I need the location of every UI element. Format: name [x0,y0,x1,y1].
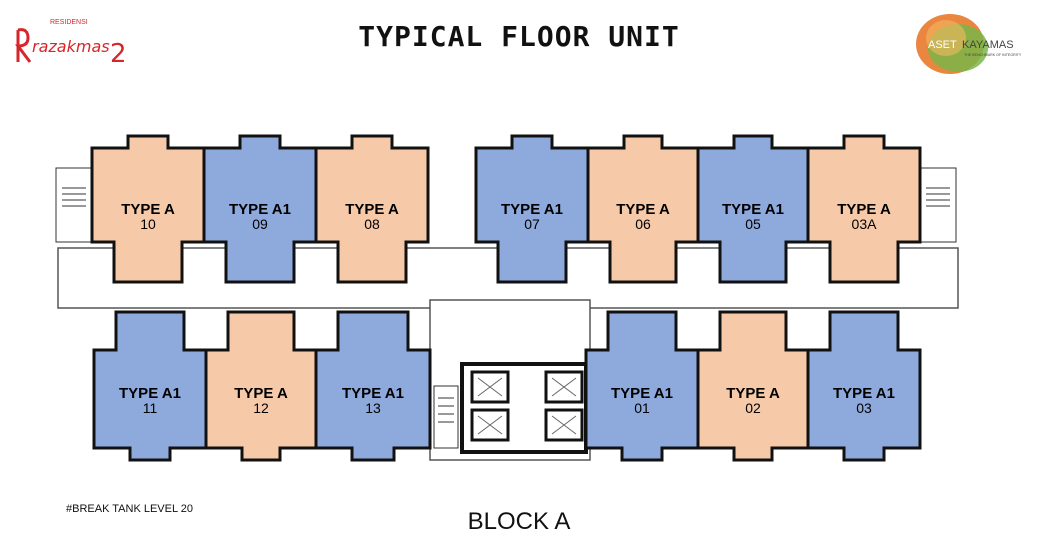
break-tank-note: #BREAK TANK LEVEL 20 [66,503,193,515]
unit-shape [584,310,700,462]
unit-08: TYPE A08 [314,134,430,284]
residensi-razakmas-logo: RESIDENSI razakmas 2 [15,19,124,69]
unit-12: TYPE A12 [204,310,318,462]
logo-main-text: razakmas [32,37,110,56]
unit-type-label: TYPE A1 [611,385,673,402]
unit-number-label: 13 [365,400,381,416]
unit-type-label: TYPE A1 [119,385,181,402]
unit-number-label: 05 [745,216,761,232]
unit-shape [806,310,922,462]
unit-number-label: 06 [635,216,651,232]
unit-type-label: TYPE A [837,201,891,218]
unit-shape [204,310,318,462]
logo-small-text: RESIDENSI [50,19,88,26]
unit-type-label: TYPE A [616,201,670,218]
unit-number-label: 07 [524,216,540,232]
unit-type-label: TYPE A1 [722,201,784,218]
page-title: TYPICAL FLOOR UNIT [358,20,680,53]
left-stair [55,167,93,243]
block-label: BLOCK A [467,508,571,535]
unit-number-label: 12 [253,400,269,416]
unit-number-label: 10 [140,216,156,232]
unit-type-label: TYPE A [234,385,288,402]
lift-core [460,362,588,454]
unit-shape [92,310,208,462]
unit-type-label: TYPE A [726,385,780,402]
unit-number-label: 03A [852,216,878,232]
unit-shape [314,134,430,284]
unit-number-label: 08 [364,216,380,232]
unit-shape [314,310,432,462]
unit-type-label: TYPE A [345,201,399,218]
core-stair [433,385,459,449]
unit-number-label: 03 [856,400,872,416]
unit-number-label: 09 [252,216,268,232]
unit-shape [806,134,922,284]
logo-aset-text: ASET [928,39,957,51]
unit-type-label: TYPE A [121,201,175,218]
unit-type-label: TYPE A1 [833,385,895,402]
unit-type-label: TYPE A1 [229,201,291,218]
right-stair [919,167,957,243]
unit-type-label: TYPE A1 [342,385,404,402]
logo-kayamas-text: KAYAMAS [962,39,1014,51]
unit-shape [696,310,810,462]
unit-type-label: TYPE A1 [501,201,563,218]
unit-number-label: 02 [745,400,761,416]
unit-02: TYPE A02 [696,310,810,462]
aset-kayamas-logo: ASET KAYAMAS THE BENCHMARK OF INTEGRITY [916,14,1022,74]
unit-number-label: 01 [634,400,650,416]
logo-number: 2 [110,39,124,69]
logo-tagline: THE BENCHMARK OF INTEGRITY [964,53,1022,57]
unit-number-label: 11 [143,400,158,416]
